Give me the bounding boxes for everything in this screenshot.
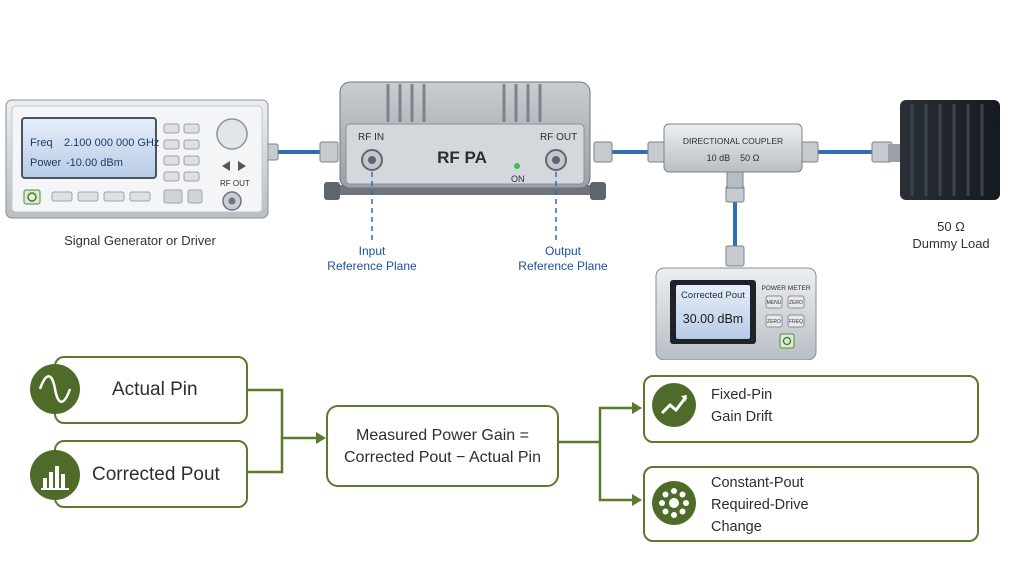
- directional-coupler: DIRECTIONAL COUPLER 10 dB 50 Ω: [663, 123, 803, 189]
- corrected-pout-label: Corrected Pout: [92, 464, 220, 485]
- sine-wave-icon: [30, 364, 80, 414]
- right-arrow-icon[interactable]: [238, 161, 246, 171]
- generator-softkeys[interactable]: [51, 189, 203, 204]
- pa-on-label: ON: [511, 174, 525, 184]
- generator-power-label: Power: [30, 157, 62, 169]
- meter-zero-label: ZERO: [789, 300, 803, 306]
- output-ref-line1: Output: [544, 244, 582, 258]
- pa-on-led: [514, 163, 520, 169]
- power-meter: Corrected Pout 30.00 dBm POWER METER MEN…: [655, 267, 817, 360]
- generator-freq-label: Freq: [30, 137, 53, 149]
- formula-line2: Corrected Pout − Actual Pin: [344, 449, 541, 466]
- pa-heat-fins: [386, 84, 542, 122]
- trend-up-icon: [652, 383, 696, 427]
- meter-screen-value: 30.00 dBm: [683, 312, 743, 326]
- input-ref-line1: Input: [358, 244, 386, 258]
- left-arrow-icon[interactable]: [222, 161, 230, 171]
- coupler-spec: 10 dB 50 Ω: [707, 153, 760, 163]
- generator-freq-value: 2.100 000 000 GHz: [64, 137, 159, 149]
- gear-ring-icon: [652, 481, 696, 525]
- actual-pin-box: [54, 356, 248, 424]
- output2-line1: Constant-Pout: [711, 475, 804, 491]
- meter-power-button[interactable]: [779, 333, 795, 349]
- dummy-load: [888, 100, 1000, 200]
- meter-menu-button[interactable]: [765, 295, 783, 309]
- input-ref-line2: Reference Plane: [327, 259, 417, 273]
- meter-menu-label: MENU: [767, 300, 782, 306]
- measured-gain-box: [326, 405, 559, 487]
- rf-cables: [275, 150, 872, 250]
- constant-pout-drive-change-box: [643, 466, 979, 542]
- pa-rf-out-label: RF OUT: [540, 132, 577, 143]
- pa-rf-in-label: RF IN: [358, 132, 384, 143]
- generator-rf-out-label: RF OUT: [220, 179, 250, 188]
- output2-line2: Required-Drive: [711, 497, 809, 513]
- dummy-load-name: Dummy Load: [912, 236, 990, 251]
- power-button[interactable]: [23, 189, 41, 205]
- fixed-pin-gain-drift-box: [643, 375, 979, 443]
- meter-zero-button[interactable]: [787, 295, 805, 309]
- generator-keypad[interactable]: [163, 123, 200, 182]
- meter-screen-label: Corrected Pout: [681, 290, 745, 301]
- actual-pin-label: Actual Pin: [112, 379, 198, 400]
- formula-line1: Measured Power Gain =: [356, 427, 529, 444]
- flow-connectors: [246, 388, 642, 506]
- power-icon: [27, 192, 37, 202]
- meter-zero-button-2[interactable]: [765, 314, 783, 328]
- output1-line1: Fixed-Pin: [711, 387, 773, 403]
- dummy-load-caption: 50 Ω Dummy Load: [896, 218, 1006, 252]
- meter-power-icon: [782, 336, 792, 346]
- meter-title: POWER METER: [761, 285, 810, 292]
- signal-generator: Freq 2.100 000 000 GHz Power -10.00 dBm …: [5, 99, 269, 219]
- rf-power-amplifier: RF PA RF IN RF OUT ON: [324, 81, 606, 200]
- output1-line2: Gain Drift: [711, 409, 773, 425]
- measured-gain-formula: Measured Power Gain = Corrected Pout − A…: [326, 425, 559, 469]
- input-reference-plane-label: Input Reference Plane: [312, 244, 432, 274]
- corrected-pout-box: [54, 440, 248, 508]
- constant-pout-drive-change-text: Constant-Pout Required-Drive Change: [711, 472, 809, 538]
- output2-line3: Change: [711, 519, 762, 535]
- generator-power-value: -10.00 dBm: [66, 157, 123, 169]
- bar-chart-icon: [30, 450, 80, 500]
- reference-plane-lines: [371, 172, 557, 240]
- meter-freq-label: FREQ: [789, 319, 803, 325]
- generator-caption: Signal Generator or Driver: [64, 233, 216, 248]
- generator-knob[interactable]: [216, 118, 248, 150]
- meter-zero-label-2: ZERO: [767, 319, 781, 325]
- output-ref-line2: Reference Plane: [518, 259, 608, 273]
- pa-title: RF PA: [437, 148, 487, 167]
- equipment-diagram: Freq 2.100 000 000 GHz Power -10.00 dBm …: [5, 81, 1000, 360]
- dummy-load-impedance: 50 Ω: [937, 219, 965, 234]
- meter-freq-button[interactable]: [787, 314, 805, 328]
- coupler-title: DIRECTIONAL COUPLER: [683, 136, 783, 146]
- output-reference-plane-label: Output Reference Plane: [498, 244, 628, 274]
- fixed-pin-gain-drift-text: Fixed-Pin Gain Drift: [711, 384, 772, 428]
- generator-screen: [21, 117, 157, 179]
